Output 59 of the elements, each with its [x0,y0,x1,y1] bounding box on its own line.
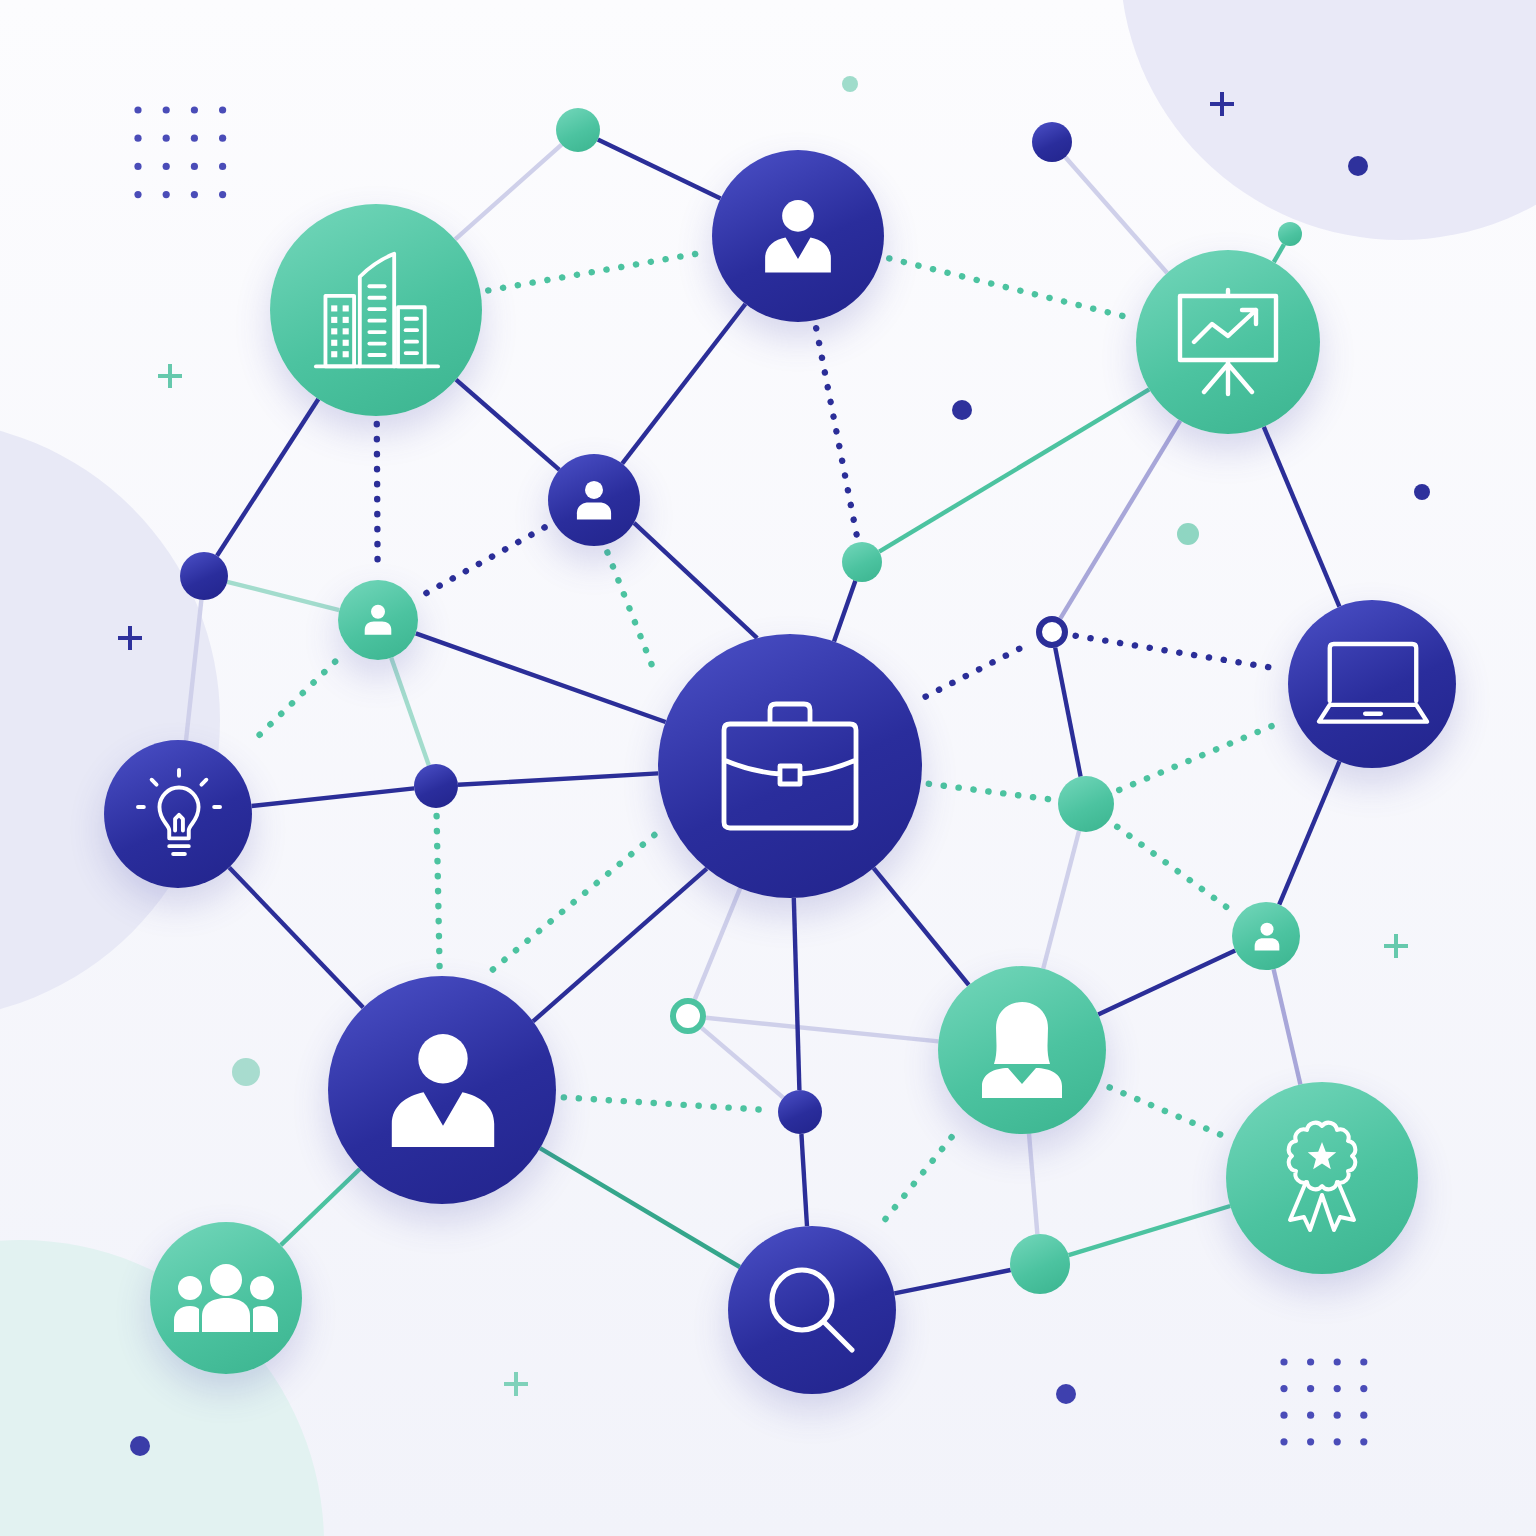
connector-line [596,137,722,201]
dotted-connector-line [418,524,548,599]
connector-line [1271,968,1303,1085]
connector-line [1026,1133,1040,1235]
connector-line [531,866,709,1024]
connector-line [1277,760,1342,906]
connector-line [705,1015,939,1044]
connector-line [183,599,204,741]
connector-line [215,397,321,557]
node-dot [778,1090,822,1134]
connector-line [878,387,1151,554]
dotted-connector-line [433,812,443,972]
node-dot [414,764,458,808]
connector-line [1053,647,1083,778]
node-circle [338,580,418,660]
node-ring [1036,616,1068,648]
node-dot [1010,1234,1070,1294]
connector-line [251,786,415,809]
connector-line [538,1146,741,1269]
connector-line [1261,425,1342,608]
connector-line [632,521,759,640]
connector-line [692,887,743,1001]
connector-line [454,377,561,472]
node-dot [1278,222,1302,246]
connector-line [791,897,802,1091]
connector-line [1058,419,1183,620]
node-dot [180,552,228,600]
connector-line [700,1026,785,1100]
connector-line [389,657,431,766]
connector-line [227,865,365,1010]
dotted-connector-line [879,1134,955,1226]
dotted-connector-line [486,831,658,976]
connector-line [1097,948,1237,1017]
connector-line [620,302,748,465]
node-dot [1032,122,1072,162]
node-dot [556,108,600,152]
connector-line [871,866,971,987]
connector-line [457,771,659,787]
connector-line [226,579,340,613]
connector-line [415,631,667,725]
dotted-connector-line [925,780,1054,803]
dotted-connector-line [1106,1084,1226,1139]
connector-line [1271,243,1286,264]
node-circle [1232,902,1300,970]
node-dot [842,542,882,582]
connector-line [893,1267,1012,1296]
connector-line [799,1133,810,1227]
connector-line [1067,1203,1231,1258]
dotted-connector-line [251,658,339,743]
connector-line [1041,830,1082,970]
connector-line [831,580,858,643]
dotted-connector-line [1114,823,1232,912]
dotted-connector-line [813,325,860,538]
node-ring [670,998,706,1034]
connector-line [279,1167,362,1247]
connector-line [1063,155,1169,275]
connector-line [453,142,564,242]
node-dot [1058,776,1114,832]
node-circle [548,454,640,546]
